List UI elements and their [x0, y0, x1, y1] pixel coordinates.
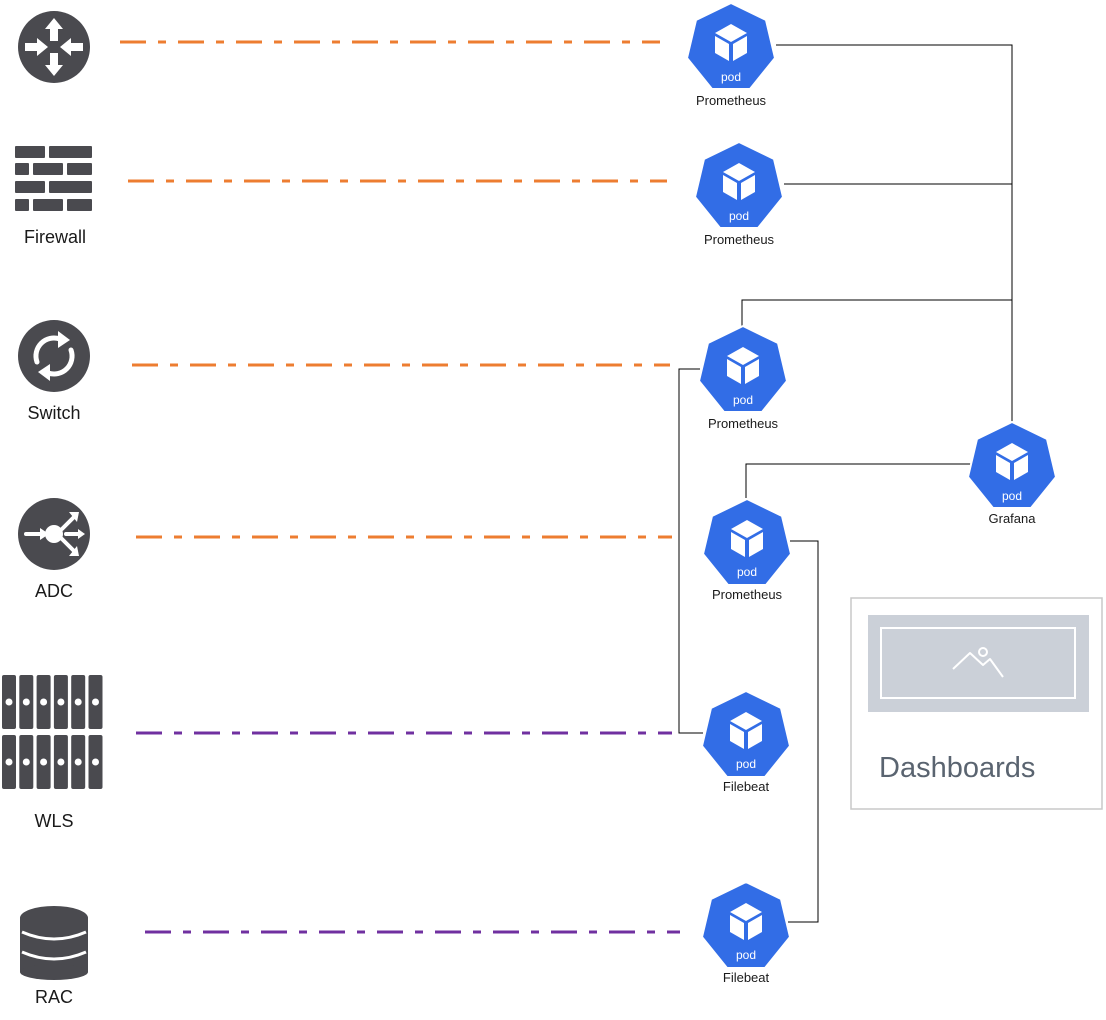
pod-prometheus-2: pod Prometheus — [694, 141, 784, 247]
connector-lines — [678, 44, 1013, 923]
pod-prometheus-4: pod Prometheus — [702, 498, 792, 602]
server-rack-icon — [2, 675, 103, 789]
server-led — [57, 758, 65, 766]
database-icon — [20, 906, 88, 980]
connector-prom4-grafana — [745, 463, 972, 498]
server-led — [5, 698, 13, 706]
wls-label: WLS — [34, 811, 73, 831]
server-led — [40, 758, 48, 766]
dashboards-title: Dashboards — [879, 752, 1035, 784]
connector-prom4-filebeat2 — [788, 540, 819, 923]
server-led — [40, 698, 48, 706]
server-led — [5, 758, 13, 766]
connector-prom3-filebeat1 — [678, 368, 703, 734]
server-led — [74, 698, 82, 706]
server-led — [22, 698, 30, 706]
pod-badge: pod — [729, 209, 749, 223]
server-led — [57, 698, 65, 706]
pod-badge: pod — [736, 948, 756, 962]
server-led — [92, 758, 99, 766]
dashboards-panel: Dashboards — [850, 597, 1103, 810]
pod-label: Filebeat — [723, 779, 770, 794]
adc-icon — [18, 498, 90, 570]
pod-label: Prometheus — [708, 416, 779, 431]
connector-prom3-grafana — [741, 299, 1012, 326]
server-led — [92, 698, 99, 706]
router-icon — [18, 11, 90, 83]
pod-badge: pod — [721, 70, 741, 84]
firewall-icon — [15, 146, 92, 211]
pod-badge: pod — [737, 565, 757, 579]
connector-prom1-grafana — [776, 44, 1013, 425]
pod-label: Grafana — [989, 511, 1037, 526]
pod-label: Prometheus — [712, 587, 783, 602]
rac-label: RAC — [35, 987, 73, 1007]
pod-badge: pod — [736, 757, 756, 771]
pod-prometheus-3: pod Prometheus — [698, 325, 788, 431]
firewall-label: Firewall — [24, 227, 86, 247]
switch-label: Switch — [27, 403, 80, 423]
pod-grafana: pod Grafana — [967, 421, 1057, 526]
pod-label: Prometheus — [704, 232, 775, 247]
pod-filebeat-2: pod Filebeat — [701, 881, 791, 985]
image-placeholder-icon — [952, 647, 1004, 678]
switch-icon — [18, 320, 90, 392]
device-links — [120, 40, 680, 934]
pod-prometheus-1: pod Prometheus — [686, 2, 776, 108]
pod-label: Prometheus — [696, 93, 767, 108]
pod-badge: pod — [733, 393, 753, 407]
adc-label: ADC — [35, 581, 73, 601]
server-led — [74, 758, 82, 766]
pod-filebeat-1: pod Filebeat — [701, 690, 791, 794]
pod-label: Filebeat — [723, 970, 770, 985]
pod-badge: pod — [1002, 489, 1022, 503]
server-led — [22, 758, 30, 766]
